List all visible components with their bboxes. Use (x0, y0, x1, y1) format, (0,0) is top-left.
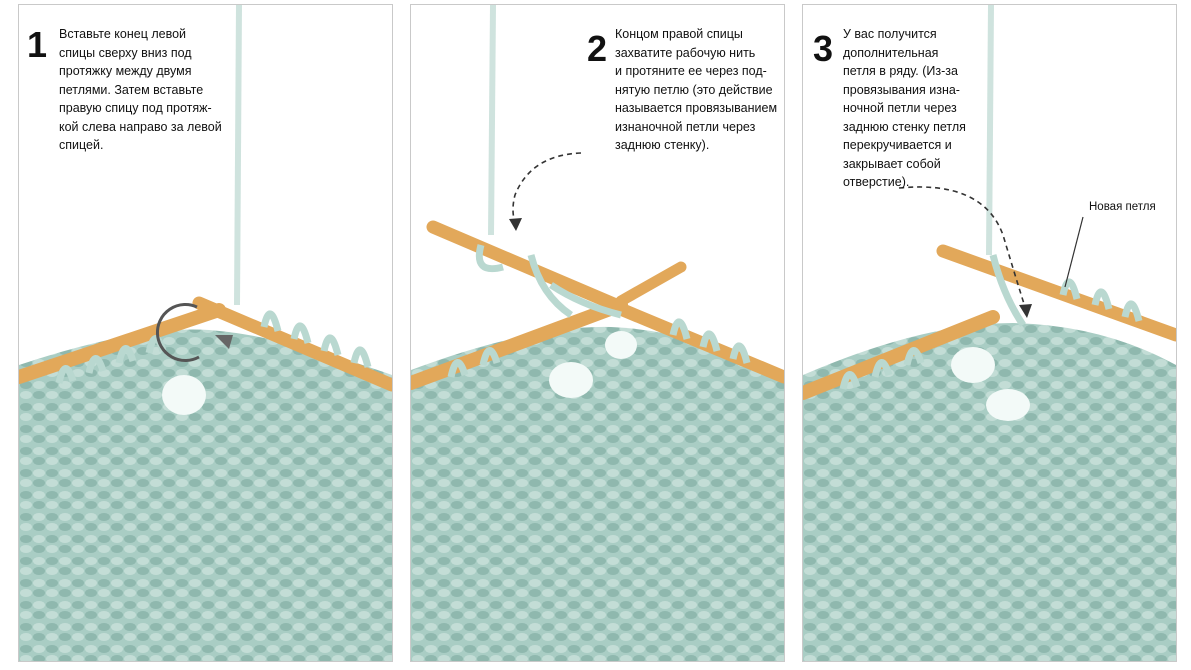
curved-arrow-icon (155, 303, 233, 362)
step-instructions: Вставьте конец левой спицы сверху вниз п… (59, 27, 222, 152)
step-panel-2: 2 Концом правой спицы захватите рабочую … (410, 4, 785, 662)
step-number: 1 (27, 24, 48, 65)
step-number: 3 (813, 28, 834, 69)
step-number: 2 (587, 28, 608, 69)
callout-leader-line (1064, 216, 1084, 288)
step-panel-1: 1 Вставьте конец левой спицы сверху вниз… (18, 4, 393, 662)
step-panel-3: 3 У вас получится дополнительная петля в… (802, 4, 1177, 662)
step-instructions: Концом правой спицы захватите рабочую ни… (615, 27, 778, 152)
knitting-illustration-3 (803, 5, 1176, 661)
step-instructions: У вас получится дополнительная петля в р… (843, 27, 966, 189)
knitting-illustration-2 (411, 5, 784, 661)
dashed-arrow-icon (898, 186, 1032, 318)
new-loop-label: Новая петля (1089, 201, 1156, 213)
dashed-arrow-icon (509, 152, 582, 231)
knitting-illustration-1 (19, 5, 392, 661)
